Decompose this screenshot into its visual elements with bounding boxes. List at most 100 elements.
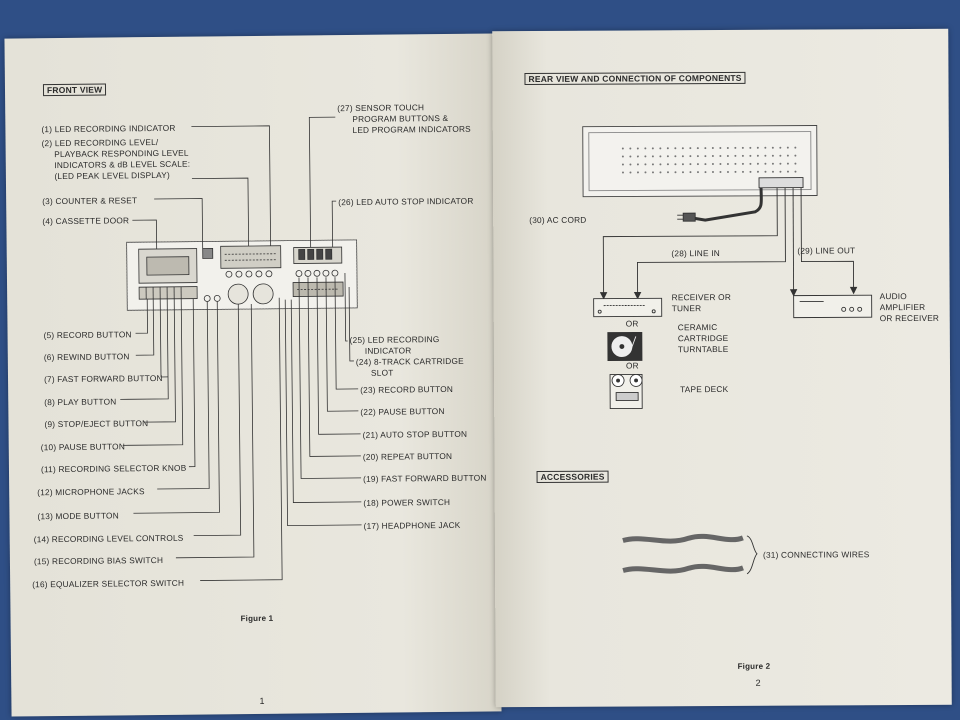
turntable-label: CERAMIC CARTRIDGE TURNTABLE xyxy=(677,322,729,355)
panel-dot xyxy=(756,170,759,173)
right-page: REAR VIEW AND CONNECTION OF COMPONENTS xyxy=(492,28,952,708)
panel-dot xyxy=(771,154,774,157)
panel-dot xyxy=(711,147,714,150)
tape-deck-label: TAPE DECK xyxy=(680,383,729,395)
figure-2-caption: Figure 2 xyxy=(737,661,771,671)
panel-dot xyxy=(734,170,737,173)
panel-dot xyxy=(786,146,789,149)
panel-dot xyxy=(786,170,789,173)
panel-dot xyxy=(644,155,647,158)
left-page: FRONT VIEW (1) LED RECORDING INDICATOR (… xyxy=(4,33,502,717)
panel-dot xyxy=(689,155,692,158)
panel-dot xyxy=(764,154,767,157)
panel-dot xyxy=(749,146,752,149)
panel-dot xyxy=(636,171,639,174)
panel-dot xyxy=(779,146,782,149)
panel-dot xyxy=(666,171,669,174)
panel-dot xyxy=(749,162,752,165)
panel-dot xyxy=(644,163,647,166)
panel-dot xyxy=(734,162,737,165)
panel-dot xyxy=(621,147,624,150)
accessories-heading: ACCESSORIES xyxy=(536,470,609,483)
panel-dot xyxy=(719,163,722,166)
panel-dot xyxy=(779,162,782,165)
panel-dot xyxy=(696,155,699,158)
panel-dot xyxy=(659,147,662,150)
line-in-label: (28) LINE IN xyxy=(671,248,720,259)
panel-dot xyxy=(771,170,774,173)
panel-dot xyxy=(681,171,684,174)
panel-dot xyxy=(719,147,722,150)
panel-dot xyxy=(794,162,797,165)
panel-dot xyxy=(621,163,624,166)
panel-dot xyxy=(764,170,767,173)
panel-dot xyxy=(659,163,662,166)
panel-dot xyxy=(636,155,639,158)
panel-dot xyxy=(666,155,669,158)
panel-dot xyxy=(681,155,684,158)
panel-dot xyxy=(696,163,699,166)
panel-dot xyxy=(689,171,692,174)
panel-dot xyxy=(666,147,669,150)
panel-dot xyxy=(779,154,782,157)
panel-dot xyxy=(741,146,744,149)
panel-dot xyxy=(689,163,692,166)
panel-dot xyxy=(786,162,789,165)
panel-dot xyxy=(636,147,639,150)
panel-dot xyxy=(734,146,737,149)
panel-dot xyxy=(629,163,632,166)
panel-dot xyxy=(756,154,759,157)
or-label-1: OR xyxy=(625,318,639,329)
panel-dot xyxy=(629,171,632,174)
figure-1-caption: Figure 1 xyxy=(240,613,274,624)
page-number-2: 2 xyxy=(755,677,761,688)
panel-dot xyxy=(764,162,767,165)
panel-dot xyxy=(674,171,677,174)
panel-dot xyxy=(771,162,774,165)
panel-dot xyxy=(704,147,707,150)
panel-dot xyxy=(741,162,744,165)
panel-dot xyxy=(696,147,699,150)
panel-dot xyxy=(719,155,722,158)
panel-dot xyxy=(644,171,647,174)
panel-dot xyxy=(674,147,677,150)
panel-dot xyxy=(651,171,654,174)
panel-dot xyxy=(659,155,662,158)
page-number-1: 1 xyxy=(259,695,265,706)
receiver-label: RECEIVER OR TUNER xyxy=(671,291,732,314)
amplifier-label: AUDIO AMPLIFIER OR RECEIVER xyxy=(879,291,940,324)
panel-dot xyxy=(764,146,767,149)
or-label-2: OR xyxy=(625,360,639,371)
panel-dot xyxy=(651,155,654,158)
panel-dot xyxy=(719,171,722,174)
panel-dot xyxy=(726,170,729,173)
panel-dot xyxy=(726,154,729,157)
panel-dot xyxy=(726,146,729,149)
ac-cord-label: (30) AC CORD xyxy=(529,214,587,226)
panel-dot xyxy=(651,147,654,150)
panel-dot xyxy=(711,163,714,166)
panel-dot xyxy=(749,170,752,173)
panel-dot xyxy=(794,170,797,173)
rear-connection-diagram xyxy=(582,125,873,575)
panel-dot xyxy=(681,163,684,166)
panel-dot xyxy=(756,146,759,149)
front-panel-diagram xyxy=(120,116,362,581)
panel-dot xyxy=(621,171,624,174)
panel-dot xyxy=(666,163,669,166)
panel-dot xyxy=(734,154,737,157)
panel-dot xyxy=(741,154,744,157)
panel-dot xyxy=(794,154,797,157)
panel-dot xyxy=(779,170,782,173)
line-out-label: (29) LINE OUT xyxy=(797,245,856,256)
panel-dot xyxy=(621,155,624,158)
panel-dot xyxy=(659,171,662,174)
panel-dot xyxy=(674,155,677,158)
panel-dot xyxy=(749,154,752,157)
panel-dot xyxy=(629,155,632,158)
panel-dot xyxy=(756,162,759,165)
panel-dot xyxy=(786,154,789,157)
panel-dot xyxy=(704,163,707,166)
panel-dot xyxy=(704,171,707,174)
panel-dot xyxy=(794,146,797,149)
